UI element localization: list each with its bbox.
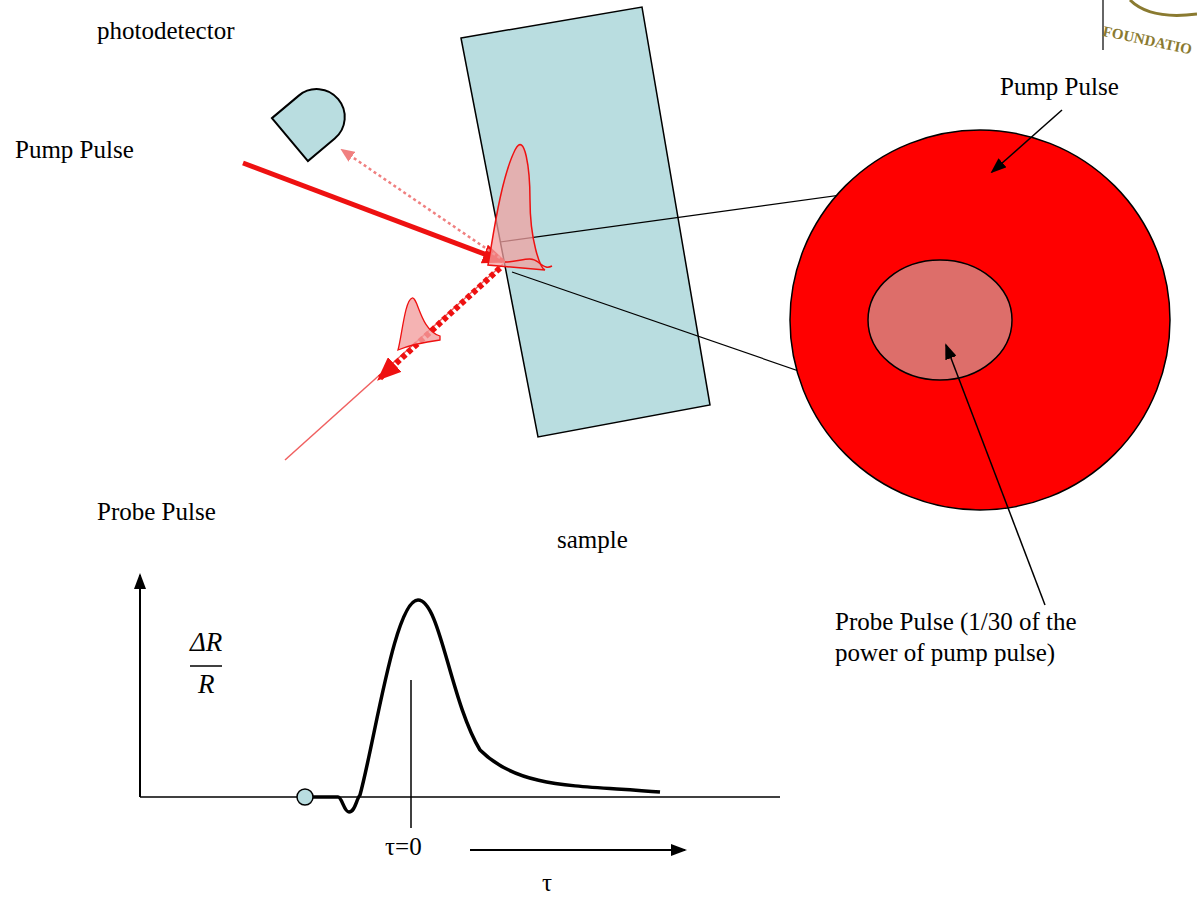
fraction-bar (190, 665, 222, 667)
probe-pulse-shape (398, 298, 440, 350)
pump-spot (790, 130, 1170, 510)
spot-label: Pump Pulse (1000, 72, 1119, 102)
pump-pulse-shape (505, 259, 552, 267)
signal-curve (313, 600, 660, 812)
probe-beam (285, 264, 503, 460)
sample-label: sample (557, 525, 628, 555)
sample-slab (461, 7, 710, 437)
logo-mark (1130, 0, 1197, 15)
spot-label: Probe Pulse (1/30 of the power of pump p… (835, 606, 1135, 669)
probe-spot (868, 260, 1012, 380)
caption-label: photodetector (97, 16, 234, 46)
pump-pulse-shape (488, 145, 545, 270)
pump-beam (243, 163, 503, 261)
axis-label: R (198, 668, 215, 700)
leader-arrow (946, 345, 1045, 605)
leader-arrow (992, 110, 1062, 172)
y-axis (139, 575, 141, 797)
zero-line (410, 680, 412, 828)
axis-label: τ (542, 868, 552, 898)
photodetector-icon (272, 78, 356, 161)
start-marker (297, 789, 313, 805)
time-arrow (470, 849, 685, 851)
x-axis (140, 796, 780, 798)
beam-label: Pump Pulse (15, 135, 134, 165)
logo-text: FOUNDATIO (1102, 22, 1194, 58)
tick-label: τ=0 (385, 832, 422, 862)
reflected-probe (342, 150, 500, 258)
axis-label: ΔR (190, 626, 222, 658)
reflected-pump (380, 268, 500, 378)
beam-label: Probe Pulse (97, 497, 216, 527)
